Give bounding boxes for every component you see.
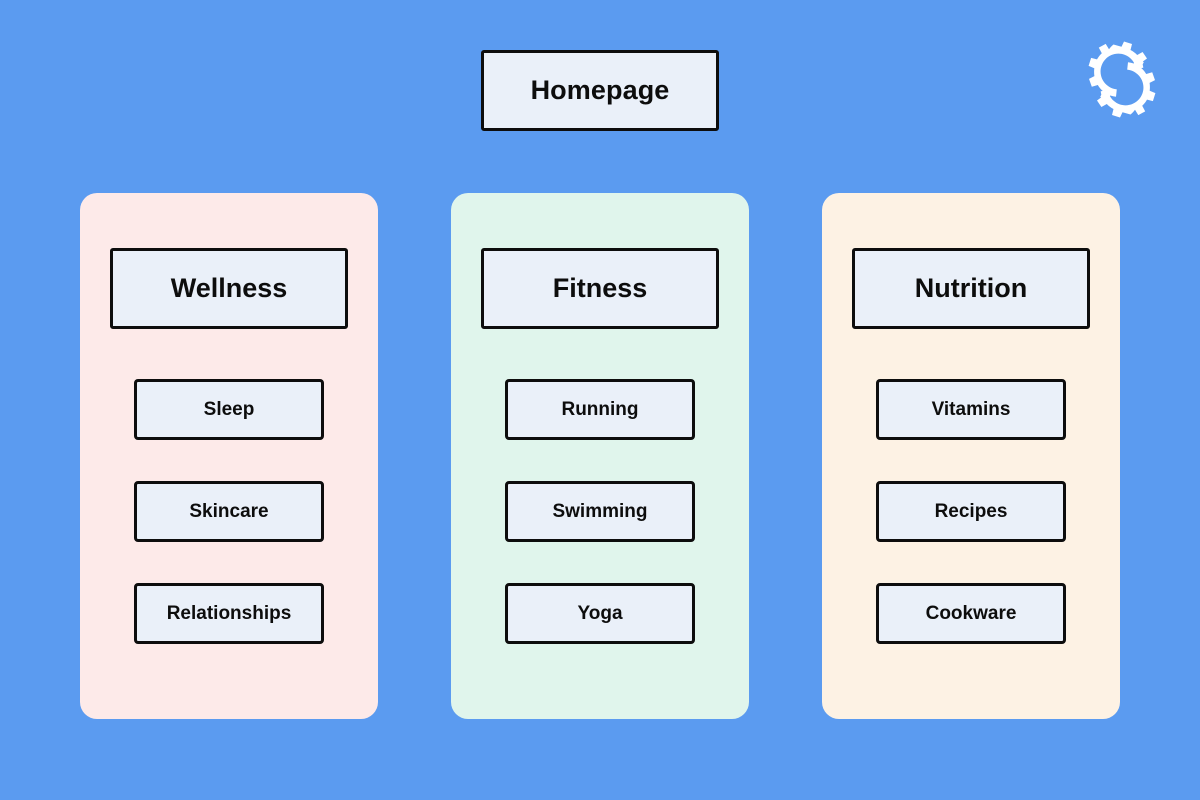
category-panel-nutrition[interactable]: Nutrition Vitamins Recipes Cookware (822, 193, 1120, 719)
child-label: Swimming (552, 500, 648, 522)
child-node-recipes[interactable]: Recipes (876, 481, 1066, 542)
category-panel-fitness[interactable]: Fitness Running Swimming Yoga (451, 193, 749, 719)
child-node-relationships[interactable]: Relationships (134, 583, 324, 644)
category-label: Fitness (552, 273, 648, 303)
child-node-swimming[interactable]: Swimming (505, 481, 695, 542)
child-list-nutrition: Vitamins Recipes Cookware (876, 338, 1066, 644)
child-node-vitamins[interactable]: Vitamins (876, 379, 1066, 440)
category-node-fitness[interactable]: Fitness (481, 248, 719, 329)
child-label: Cookware (925, 602, 1017, 624)
child-list-wellness: Sleep Skincare Relationships (134, 338, 324, 644)
root-node-homepage[interactable]: Homepage (481, 50, 719, 131)
child-node-skincare[interactable]: Skincare (134, 481, 324, 542)
category-panel-wellness[interactable]: Wellness Sleep Skincare Relationships (80, 193, 378, 719)
category-node-wellness[interactable]: Wellness (110, 248, 348, 329)
child-label: Skincare (189, 500, 269, 522)
category-label: Nutrition (914, 273, 1028, 303)
category-label: Wellness (170, 273, 288, 303)
child-node-cookware[interactable]: Cookware (876, 583, 1066, 644)
child-label: Sleep (203, 398, 255, 420)
child-label: Yoga (577, 602, 623, 624)
child-node-yoga[interactable]: Yoga (505, 583, 695, 644)
child-label: Vitamins (931, 398, 1011, 420)
child-list-fitness: Running Swimming Yoga (505, 338, 695, 644)
interlocking-gears-logo-icon (1072, 32, 1172, 127)
child-node-running[interactable]: Running (505, 379, 695, 440)
category-node-nutrition[interactable]: Nutrition (852, 248, 1090, 329)
category-columns: Wellness Sleep Skincare Relationships Fi… (80, 193, 1120, 719)
root-node-label: Homepage (530, 75, 670, 105)
child-label: Relationships (166, 602, 292, 624)
child-label: Running (561, 398, 639, 420)
child-node-sleep[interactable]: Sleep (134, 379, 324, 440)
child-label: Recipes (934, 500, 1008, 522)
